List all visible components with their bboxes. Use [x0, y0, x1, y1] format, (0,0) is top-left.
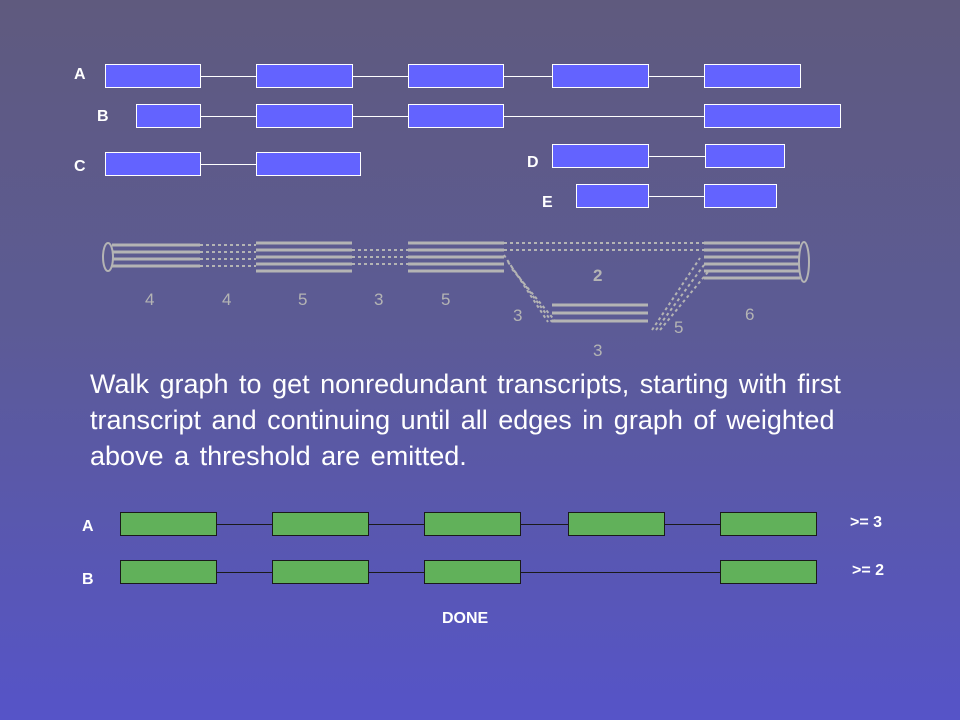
- weight-edge-1: 4: [222, 290, 232, 309]
- weight-edge-3: 3: [513, 306, 523, 325]
- graph-end-cap: [798, 241, 810, 283]
- description-text: Walk graph to get nonredundant transcrip…: [90, 369, 841, 471]
- transcript-d-label: D: [527, 154, 539, 171]
- exon: [704, 64, 801, 88]
- exon: [424, 560, 521, 584]
- exon: [256, 152, 361, 176]
- weight-edge-4: 5: [674, 318, 684, 337]
- graph-edge-lines: [507, 261, 553, 323]
- graph-edge-lines: [659, 271, 709, 331]
- transcript-a-label: A: [74, 66, 86, 83]
- exon: [120, 512, 217, 536]
- exon: [408, 104, 504, 128]
- intron-line: [200, 164, 260, 165]
- graph-start-cap: [102, 242, 114, 272]
- weight-exon-4: 3: [593, 341, 603, 360]
- exon: [105, 152, 201, 176]
- exon: [704, 104, 841, 128]
- exon: [272, 560, 369, 584]
- weight-edge-2: 3: [374, 290, 384, 309]
- result-a-threshold: >= 3: [850, 514, 883, 531]
- exon: [568, 512, 665, 536]
- intron-line: [200, 116, 820, 117]
- exon: [424, 512, 521, 536]
- intron-line: [648, 196, 708, 197]
- transcript-c-label: C: [74, 158, 86, 175]
- exon: [256, 64, 353, 88]
- result-b-label: B: [82, 571, 94, 588]
- exon: [105, 64, 201, 88]
- exon: [552, 64, 649, 88]
- weight-skip-edge: 2: [593, 266, 603, 285]
- graph-edge-lines: [655, 264, 705, 331]
- exon: [720, 560, 817, 584]
- result-a-label: A: [82, 518, 94, 535]
- graph-edge-lines: [503, 254, 549, 323]
- exon: [705, 144, 785, 168]
- exon: [272, 512, 369, 536]
- exon: [120, 560, 217, 584]
- intron-line: [648, 156, 708, 157]
- weight-exon-3: 5: [441, 290, 451, 309]
- exon: [704, 184, 777, 208]
- weight-exon-5: 6: [745, 305, 755, 324]
- weight-exon-1: 4: [145, 290, 155, 309]
- transcript-e-label: E: [542, 194, 553, 211]
- exon: [408, 64, 504, 88]
- result-b-threshold: >= 2: [852, 562, 885, 579]
- weight-exon-2: 5: [298, 290, 308, 309]
- exon: [256, 104, 353, 128]
- exon: [720, 512, 817, 536]
- exon: [552, 144, 649, 168]
- done-label: DONE: [442, 610, 489, 627]
- transcript-b-label: B: [97, 108, 109, 125]
- exon: [136, 104, 201, 128]
- graph-edge-lines: [651, 257, 701, 331]
- exon: [576, 184, 649, 208]
